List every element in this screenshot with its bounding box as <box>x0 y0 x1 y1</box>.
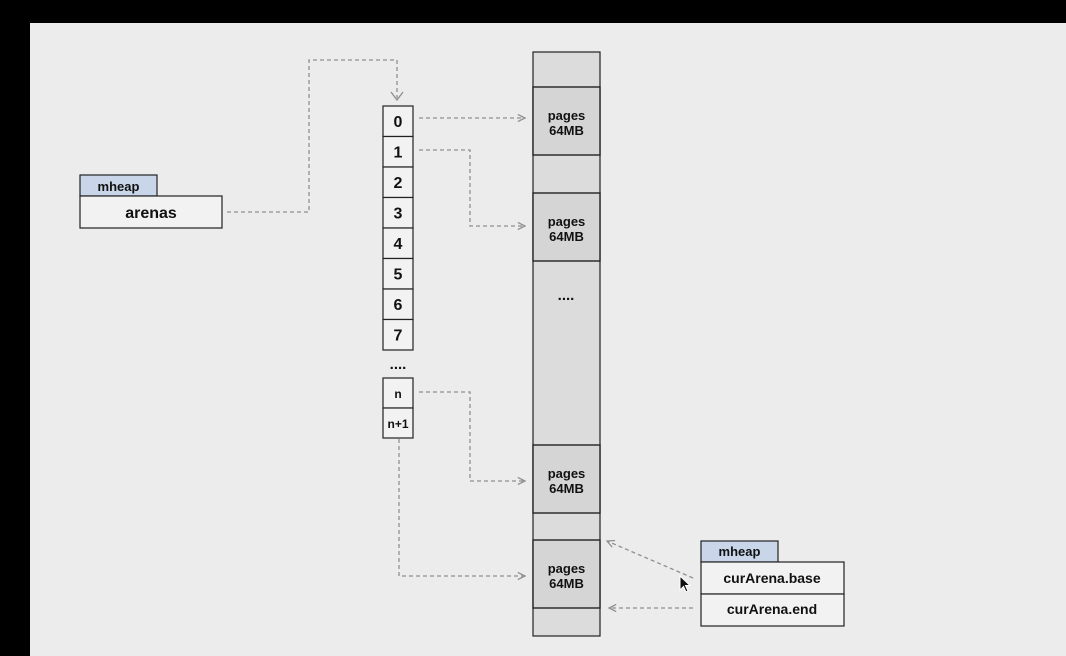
cur-arena-end-box <box>700 593 845 627</box>
index-slot-label: 3 <box>394 206 403 223</box>
cur-arena-end-label: curArena.end <box>727 601 817 617</box>
index-slot-7 <box>382 318 414 351</box>
cur-arena-base-box <box>700 561 845 595</box>
index-slot-label: 6 <box>394 297 403 314</box>
arenas-to-index-connector <box>227 59 398 213</box>
mheap-arenas-struct: mheap arenas <box>79 174 223 229</box>
page-block-size: 64MB <box>549 229 584 244</box>
index-slot-label: 5 <box>394 267 403 284</box>
page-block-1 <box>532 192 601 262</box>
index-slot-label: 2 <box>394 175 403 192</box>
mheap-cur-arena-struct: mheap curArena.base curArena.end <box>700 540 845 627</box>
page-block-3 <box>532 539 601 609</box>
index-tail-slot-1 <box>382 407 414 439</box>
arenas-field-box <box>79 195 223 229</box>
arenas-arrowhead <box>390 91 404 102</box>
page-block-label: pages <box>548 466 586 481</box>
slot-n1-to-pages-connector <box>398 439 525 576</box>
slot-1-to-pages-connector <box>419 149 525 226</box>
slot-n-to-pages-connector <box>419 391 525 481</box>
index-slot-label: 7 <box>394 328 403 345</box>
page-block-size: 64MB <box>549 481 584 496</box>
cur-arena-base-connector <box>607 541 694 579</box>
index-slot-5 <box>382 257 414 290</box>
index-slot-4 <box>382 227 414 260</box>
page-block-size: 64MB <box>549 123 584 138</box>
index-ellipsis: .... <box>390 356 407 373</box>
index-tail-slot-0 <box>382 377 414 409</box>
mouse-cursor-icon <box>679 575 692 593</box>
arenas-field-label: arenas <box>125 205 177 222</box>
page-block-label: pages <box>548 108 586 123</box>
index-slot-label: 0 <box>394 114 403 131</box>
page-block-0 <box>532 86 601 156</box>
page-block-size: 64MB <box>549 576 584 591</box>
arena-index-array: 0 1 2 3 4 5 6 7 n n+1 <box>382 105 414 439</box>
index-slot-3 <box>382 196 414 229</box>
index-tail-slot-label: n <box>394 387 401 401</box>
index-tail-slot-label: n+1 <box>387 417 408 431</box>
mheap-tag-label: mheap <box>98 179 140 194</box>
cur-arena-base-label: curArena.base <box>723 570 820 586</box>
page-block-2 <box>532 444 601 514</box>
index-slot-6 <box>382 288 414 321</box>
page-block-label: pages <box>548 561 586 576</box>
index-slot-label: 1 <box>394 145 403 162</box>
page-block-label: pages <box>548 214 586 229</box>
index-slot-label: 4 <box>394 236 403 253</box>
memory-ellipsis: .... <box>558 287 575 304</box>
mheap-tag-label-2: mheap <box>719 544 761 559</box>
index-slot-1 <box>382 135 414 168</box>
